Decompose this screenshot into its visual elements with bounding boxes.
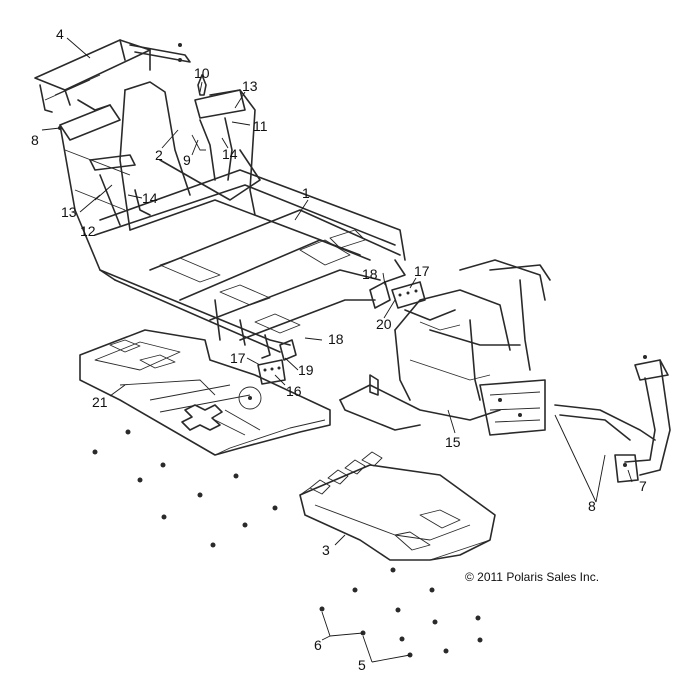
callout-2: 2 bbox=[155, 147, 163, 163]
callout-labels: 4 10 13 11 8 2 9 14 1 14 13 12 18 17 20 … bbox=[31, 26, 647, 673]
callout-18-upper: 18 bbox=[362, 266, 378, 282]
front-skid-plate bbox=[79, 329, 331, 456]
callout-10: 10 bbox=[194, 65, 210, 81]
callout-17-upper: 17 bbox=[414, 263, 430, 279]
callout-14-upper: 14 bbox=[222, 146, 238, 162]
callout-12: 12 bbox=[80, 223, 96, 239]
rear-bumper bbox=[554, 355, 671, 483]
callout-5: 5 bbox=[358, 657, 366, 673]
callout-6: 6 bbox=[314, 637, 322, 653]
callout-20: 20 bbox=[376, 316, 392, 332]
main-frame bbox=[59, 81, 406, 359]
callout-3: 3 bbox=[322, 542, 330, 558]
leader-lines bbox=[41, 37, 633, 663]
upper-brackets bbox=[89, 74, 246, 226]
callout-1: 1 bbox=[302, 185, 310, 201]
callout-15: 15 bbox=[445, 434, 461, 450]
rear-skid-plate bbox=[299, 451, 496, 561]
callout-8-left: 8 bbox=[31, 132, 39, 148]
callout-13-upper: 13 bbox=[242, 78, 258, 94]
callout-19: 19 bbox=[298, 362, 314, 378]
fasteners bbox=[92, 429, 483, 658]
callout-11: 11 bbox=[253, 118, 268, 134]
callout-17-lower: 17 bbox=[230, 350, 246, 366]
copyright-notice: © 2011 Polaris Sales Inc. bbox=[465, 570, 599, 584]
callout-16: 16 bbox=[286, 383, 302, 399]
center-bracket-assembly bbox=[369, 281, 461, 331]
rear-frame bbox=[339, 259, 551, 436]
callout-7: 7 bbox=[639, 478, 647, 494]
callout-8-right: 8 bbox=[588, 498, 596, 514]
callout-18-lower: 18 bbox=[328, 331, 344, 347]
callout-14-lower: 14 bbox=[142, 190, 158, 206]
callout-21: 21 bbox=[92, 394, 108, 410]
callout-9: 9 bbox=[183, 152, 191, 168]
rear-crossbar-assembly bbox=[34, 39, 191, 130]
callout-13-lower: 13 bbox=[61, 204, 77, 220]
callout-4: 4 bbox=[56, 26, 64, 42]
